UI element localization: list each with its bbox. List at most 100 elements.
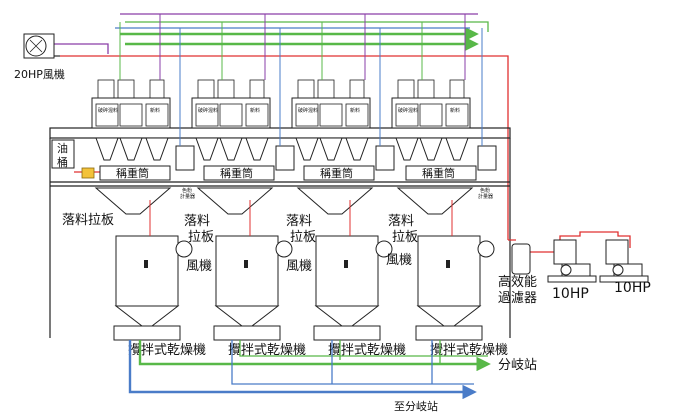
weigh-bin-1	[99, 165, 171, 181]
hopper-3c	[345, 103, 369, 127]
vertical-pipes	[119, 14, 483, 236]
drop-cone-2	[196, 187, 274, 215]
green-pipe-top	[125, 21, 489, 32]
pump-1-label: 10HP	[552, 286, 589, 302]
unit-4: 稱重筒 破碎混料 新料 色粉 計量器	[391, 79, 497, 341]
dryer-legs-3	[313, 325, 381, 341]
hopper-2b	[219, 103, 243, 127]
unit-3: 稱重筒 破碎混料 新料	[291, 79, 395, 341]
color-label-1a: 色粉	[182, 187, 192, 194]
blue-out-1	[128, 340, 477, 400]
drop-gate-label-1: 落料拉板	[62, 213, 114, 228]
cone-3b	[319, 137, 343, 161]
color-label-4a: 色粉	[480, 187, 490, 194]
dryer-legs-4	[415, 325, 483, 341]
color-meter-3	[375, 145, 395, 171]
weigh-bin-3	[303, 165, 375, 181]
drop-gate-label-2b: 拉板	[188, 230, 214, 245]
pump-1	[547, 239, 597, 283]
cone-4a	[395, 137, 419, 161]
fan-label-1: 風機	[186, 259, 212, 274]
fan-3	[375, 240, 393, 258]
hopper-1b	[119, 103, 143, 127]
branch-station-label: 分岐站	[498, 358, 537, 373]
to-branch-station-label: 至分岐站	[394, 399, 438, 413]
drop-gate-label-4a: 落料	[388, 214, 414, 229]
cone-1a	[95, 137, 119, 161]
drop-gate-label-2a: 落料	[184, 214, 210, 229]
hopper-1a	[95, 103, 119, 127]
dryer-cone-2	[214, 305, 280, 327]
pump-2-label: 10HP	[614, 280, 651, 296]
top-pipelines	[39, 13, 509, 240]
green-out-2	[239, 340, 488, 357]
dryer-1	[115, 235, 179, 307]
oil-tank	[51, 139, 75, 169]
cone-4b	[419, 137, 443, 161]
hopper-1c	[145, 103, 169, 127]
cone-3a	[295, 137, 319, 161]
dryer-cone-4	[416, 305, 482, 327]
new-label-4: 新料	[450, 107, 460, 114]
drop-gate-label-4b: 拉板	[392, 230, 418, 245]
weigh-bin-label-2: 稱重筒	[220, 166, 253, 180]
crushed-label-3: 破碎混料	[298, 107, 318, 114]
new-label-2: 新料	[250, 107, 260, 114]
weigh-bin-2	[203, 165, 275, 181]
cone-1c	[145, 137, 169, 161]
hopper-3b	[319, 103, 343, 127]
dryer-label-1: 攪拌式乾燥機	[128, 343, 206, 358]
dryer-4	[417, 235, 481, 307]
color-label-1b: 計量器	[180, 193, 195, 200]
hopper-3a	[295, 103, 319, 127]
cone-3c	[345, 137, 369, 161]
weigh-bin-label-4: 稱重筒	[422, 166, 455, 180]
fan-2	[275, 240, 293, 258]
drop-cone-1	[94, 187, 172, 215]
dryer-window-4	[446, 260, 450, 268]
dryer-window-2	[244, 260, 248, 268]
dryer-legs-2	[213, 325, 281, 341]
crushed-label-1: 破碎混料	[98, 107, 118, 114]
dryer-window-3	[344, 260, 348, 268]
dryer-cone-3	[314, 305, 380, 327]
hopper-2a	[195, 103, 219, 127]
filter	[511, 243, 531, 275]
oil-tank-label-top: 油	[57, 141, 68, 155]
crushed-label-4: 破碎混料	[398, 107, 418, 114]
dryer-label-4: 攪拌式乾燥機	[430, 343, 508, 358]
oil-valve	[81, 167, 95, 179]
dryer-window-1	[144, 260, 148, 268]
color-label-4b: 計量器	[478, 193, 493, 200]
blue-out-2	[231, 340, 474, 385]
new-label-3: 新料	[350, 107, 360, 114]
cone-2a	[195, 137, 219, 161]
dryer-label-3: 攪拌式乾燥機	[328, 343, 406, 358]
drop-gate-label-3b: 拉板	[290, 230, 316, 245]
cone-2b	[219, 137, 243, 161]
dryer-legs-1	[113, 325, 181, 341]
hopper-4a	[395, 103, 419, 127]
crushed-label-2: 破碎混料	[198, 107, 218, 114]
fan-4	[477, 240, 495, 258]
pump-2	[599, 239, 649, 283]
cone-2c	[245, 137, 269, 161]
filter-label-a: 高效能	[498, 274, 537, 290]
drop-cone-3	[296, 187, 374, 215]
dryer-cone-1	[114, 305, 180, 327]
weigh-bin-label-1: 稱重筒	[116, 166, 149, 180]
hopper-2c	[245, 103, 269, 127]
bottom-pipelines	[128, 340, 491, 400]
hopper-4c	[445, 103, 469, 127]
drop-cone-4	[396, 187, 474, 215]
cone-1b	[119, 137, 143, 161]
green-out-1	[138, 340, 491, 372]
unit-2: 稱重筒 破碎混料 新料	[191, 79, 295, 341]
new-label-1: 新料	[150, 107, 160, 114]
blower-20hp	[23, 33, 55, 59]
dryer-2	[215, 235, 279, 307]
fan-1	[175, 240, 193, 258]
dryer-label-2: 攪拌式乾燥機	[228, 343, 306, 358]
